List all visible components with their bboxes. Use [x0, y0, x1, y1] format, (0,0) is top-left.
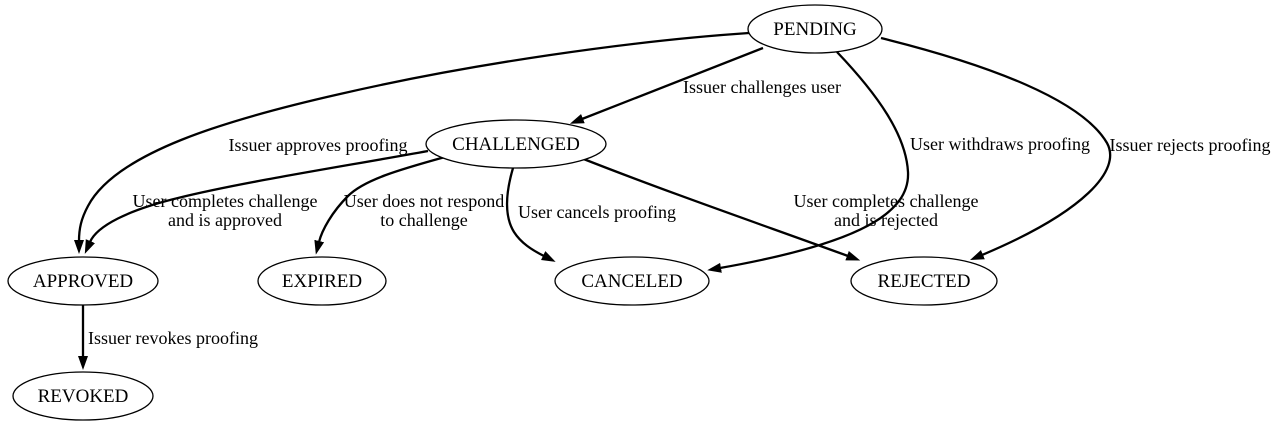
node-challenged-ellipse	[425, 119, 607, 169]
node-revoked: REVOKED	[12, 371, 154, 421]
node-approved: APPROVED	[7, 256, 159, 306]
node-revoked-label: REVOKED	[38, 386, 129, 407]
node-pending-label: PENDING	[773, 19, 857, 40]
edge-pending-challenged	[569, 46, 764, 124]
node-expired-label: EXPIRED	[282, 271, 362, 292]
edge-label-user-withdraws-proofing: User withdraws proofing	[910, 134, 1090, 154]
edge-pending-approved	[74, 31, 750, 254]
edge-labels: Issuer challenges user Issuer approves p…	[88, 77, 1270, 348]
node-pending: PENDING	[747, 4, 883, 54]
edge-challenged-canceled	[506, 167, 556, 262]
svg-text:and is rejected: and is rejected	[834, 210, 938, 230]
edge-pending-rejected	[880, 36, 1112, 261]
edges	[74, 31, 1112, 370]
edge-label-user-completes-challenge-approved: User completes challenge and is approved	[133, 191, 318, 230]
edge-challenged-rejected	[580, 156, 861, 261]
node-revoked-ellipse	[12, 371, 154, 421]
node-pending-ellipse	[747, 4, 883, 54]
node-challenged: CHALLENGED	[425, 119, 607, 169]
nodes: PENDING CHALLENGED APPROVED EXPIRED CANC…	[7, 4, 998, 421]
node-expired: EXPIRED	[257, 256, 387, 306]
svg-text:and is approved: and is approved	[168, 210, 282, 230]
edge-label-issuer-challenges-user: Issuer challenges user	[683, 77, 841, 97]
node-challenged-label: CHALLENGED	[452, 134, 580, 155]
edge-label-issuer-approves-proofing: Issuer approves proofing	[229, 135, 408, 155]
node-rejected-ellipse	[850, 256, 998, 306]
edge-label-user-completes-challenge-rejected: User completes challenge and is rejected	[794, 191, 979, 230]
edge-label-user-cancels-proofing: User cancels proofing	[518, 202, 676, 222]
edge-label-issuer-revokes-proofing: Issuer revokes proofing	[88, 328, 258, 348]
edge-label-user-does-not-respond: User does not respond to challenge	[344, 191, 504, 230]
node-canceled-ellipse	[554, 256, 710, 306]
node-expired-ellipse	[257, 256, 387, 306]
edge-label-issuer-rejects-proofing: Issuer rejects proofing	[1110, 135, 1271, 155]
node-canceled: CANCELED	[554, 256, 710, 306]
node-rejected: REJECTED	[850, 256, 998, 306]
edge-challenged-approved	[84, 149, 429, 254]
svg-text:User does not respond: User does not respond	[344, 191, 504, 211]
svg-text:User completes challenge: User completes challenge	[133, 191, 318, 211]
node-rejected-label: REJECTED	[878, 271, 971, 292]
node-approved-ellipse	[7, 256, 159, 306]
node-approved-label: APPROVED	[33, 271, 133, 292]
edge-challenged-expired	[314, 155, 446, 255]
node-canceled-label: CANCELED	[581, 271, 682, 292]
svg-text:to challenge: to challenge	[380, 210, 467, 230]
svg-text:User completes challenge: User completes challenge	[794, 191, 979, 211]
